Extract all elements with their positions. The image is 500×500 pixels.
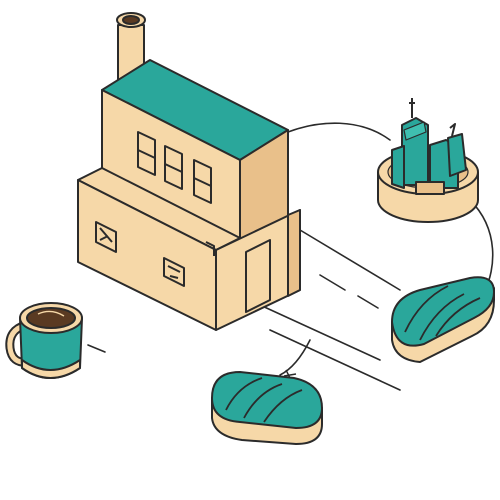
low-block <box>415 181 445 195</box>
bread-loaf-right <box>391 276 495 363</box>
factory-building <box>77 12 301 331</box>
loop-line <box>287 122 391 141</box>
mug-base <box>21 359 81 379</box>
coffee-mug <box>5 302 83 379</box>
city-on-platform <box>377 98 479 223</box>
steam-mark <box>283 369 297 379</box>
wall-bracket <box>205 241 215 256</box>
mug-line <box>87 344 106 353</box>
road-to-bread <box>279 339 311 376</box>
tower-4 <box>447 133 467 177</box>
spire-2 <box>449 123 456 137</box>
annex-side-shade <box>287 209 301 297</box>
annex-windows <box>95 221 185 287</box>
windows <box>137 131 212 204</box>
connector-lines <box>87 122 494 391</box>
tower-3 <box>391 145 405 189</box>
door <box>245 239 271 313</box>
spire-1 <box>409 98 415 118</box>
bread-loaf-bottom <box>211 369 323 445</box>
road-dash <box>319 274 379 309</box>
road-line-1 <box>299 229 401 291</box>
road-line-3 <box>269 329 401 391</box>
road-line-2 <box>259 304 381 361</box>
